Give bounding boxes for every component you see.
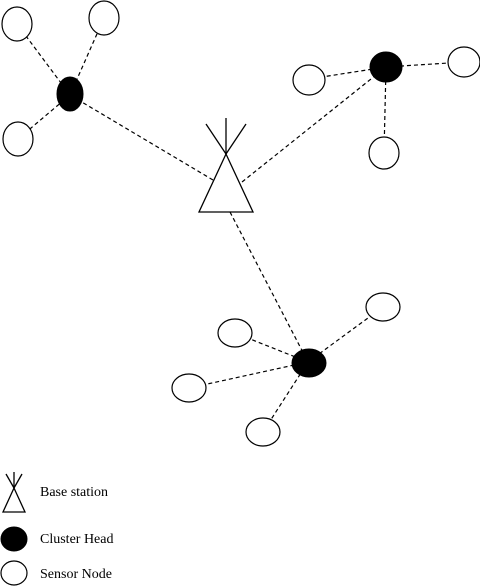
legend-base-station-icon [1,472,27,513]
sensor-node [368,136,400,170]
sensor-node [447,46,480,78]
links [16,17,465,433]
cluster-head-1 [56,76,84,112]
link-ch3-s3 [188,361,309,389]
legend-sensor-node-icon [0,560,28,586]
sensor-node [292,64,326,96]
sensor-node [217,318,253,348]
sensor-node [245,417,281,447]
sensor-node [171,373,207,403]
link-bs-ch3 [229,211,309,363]
sensor-node [88,0,120,36]
base-station-icon [197,118,255,213]
legend-cluster-head-label: Cluster Head [40,532,113,547]
legend-sensor-node-label: Sensor Node [40,567,112,582]
sensor-node [1,6,33,42]
cluster-head-2 [369,51,403,83]
legend-base-station-label: Base station [40,485,108,500]
cluster-head-3 [291,348,327,378]
legend: Base station Cluster Head Sensor Node [0,472,113,586]
legend-cluster-head-icon [0,526,28,552]
link-bs-ch2 [241,66,387,183]
sensor-node [2,121,34,157]
sensor-node [365,292,401,322]
link-bs-ch1 [69,94,214,181]
